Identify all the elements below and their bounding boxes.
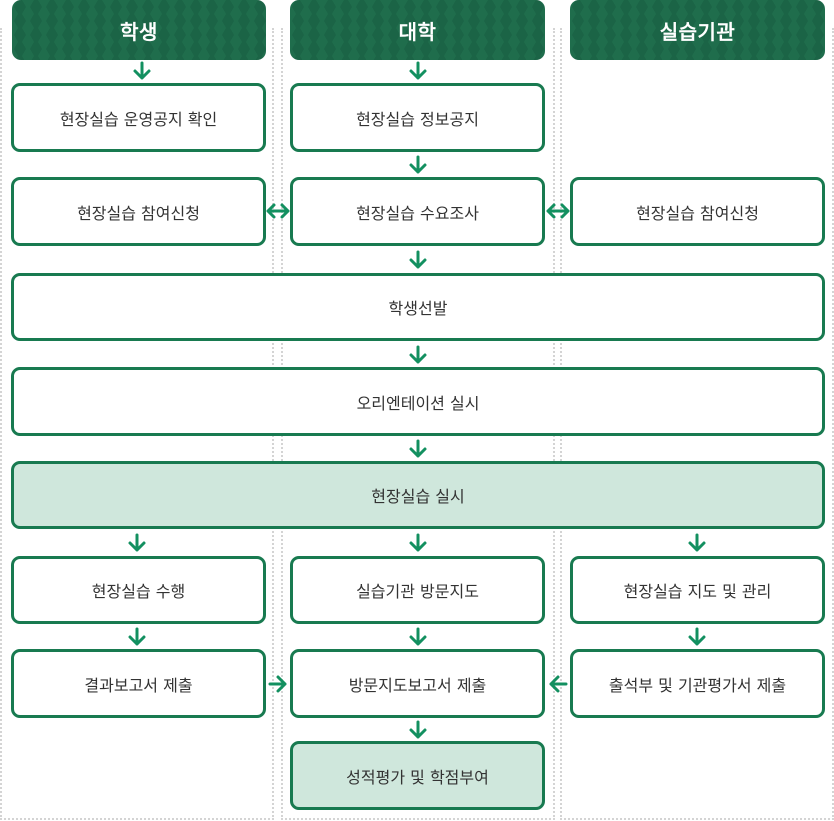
arrow-down-icon (127, 533, 147, 553)
arrow-down-icon (408, 533, 428, 553)
arrow-right-icon (268, 674, 288, 694)
step-practice: 현장실습 실시 (11, 461, 825, 529)
step-univ-report: 방문지도보고서 제출 (290, 649, 545, 718)
step-univ-notice: 현장실습 정보공지 (290, 83, 545, 152)
arrow-down-icon (408, 155, 428, 175)
step-inst-report: 출석부 및 기관평가서 제출 (570, 649, 825, 718)
arrow-left-right-icon (545, 201, 571, 221)
arrow-down-icon (127, 627, 147, 647)
arrow-down-icon (132, 61, 152, 81)
arrow-left-right-icon (265, 201, 291, 221)
step-grading: 성적평가 및 학점부여 (290, 741, 545, 810)
arrow-down-icon (408, 250, 428, 270)
step-selection: 학생선발 (11, 273, 825, 341)
university-column-header: 대학 (290, 0, 545, 60)
arrow-down-icon (687, 533, 707, 553)
arrow-down-icon (408, 61, 428, 81)
arrow-down-icon (408, 627, 428, 647)
step-orientation: 오리엔테이션 실시 (11, 367, 825, 436)
step-student-apply: 현장실습 참여신청 (11, 177, 266, 246)
arrow-down-icon (408, 439, 428, 459)
step-univ-visit: 실습기관 방문지도 (290, 556, 545, 624)
student-column-header: 학생 (12, 0, 266, 60)
arrow-down-icon (687, 627, 707, 647)
arrow-down-icon (408, 345, 428, 365)
arrow-left-icon (548, 674, 568, 694)
step-inst-apply: 현장실습 참여신청 (570, 177, 825, 246)
step-student-notice: 현장실습 운영공지 확인 (11, 83, 266, 152)
step-inst-manage: 현장실습 지도 및 관리 (570, 556, 825, 624)
step-student-perform: 현장실습 수행 (11, 556, 266, 624)
step-student-report: 결과보고서 제출 (11, 649, 266, 718)
institution-column-header: 실습기관 (570, 0, 825, 60)
arrow-down-icon (408, 720, 428, 740)
step-univ-survey: 현장실습 수요조사 (290, 177, 545, 246)
